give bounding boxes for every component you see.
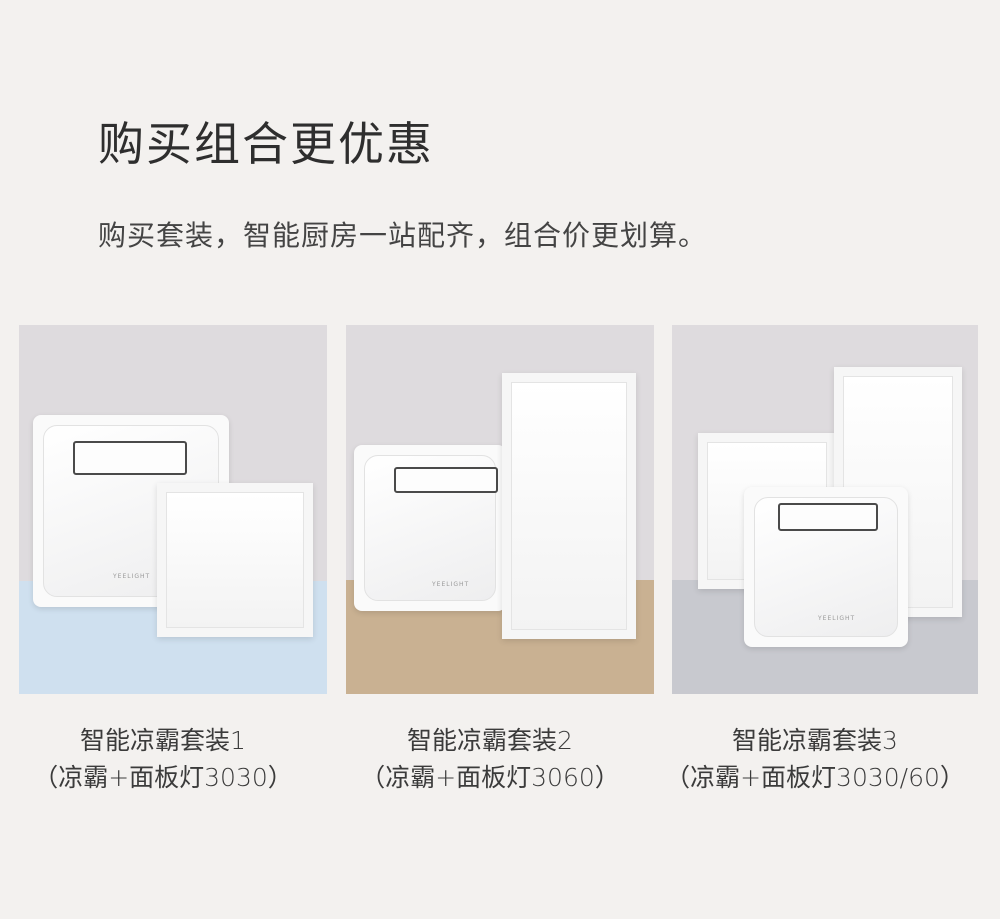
page-subtitle: 购买套装，智能厨房一站配齐，组合价更划算。 [98,219,708,252]
brand-logo: YEELIGHT [432,581,470,588]
product-card-3[interactable]: YEELIGHT [672,325,978,694]
product-card-2[interactable]: YEELIGHT [346,325,654,694]
product-name: 智能凉霸套装1 [80,726,246,755]
brand-logo: YEELIGHT [113,573,151,580]
brand-logo: YEELIGHT [818,615,856,622]
panel-light-image [157,483,313,637]
panel-light-image [502,373,636,639]
product-caption-1[interactable]: 智能凉霸套装1 （凉霸+面板灯3030） [0,722,326,796]
product-caption-3[interactable]: 智能凉霸套装3 （凉霸+面板灯3030/60） [652,722,978,796]
product-spec: （凉霸+面板灯3060） [360,763,620,792]
product-caption-2[interactable]: 智能凉霸套装2 （凉霸+面板灯3060） [327,722,653,796]
product-name: 智能凉霸套装2 [407,726,573,755]
page-title: 购买组合更优惠 [98,117,434,171]
cooling-fan-unit-image: YEELIGHT [354,445,506,611]
product-name: 智能凉霸套装3 [732,726,898,755]
product-spec: （凉霸+面板灯3030/60） [665,763,965,792]
cooling-fan-unit-image: YEELIGHT [744,487,908,647]
display-window [73,441,187,475]
product-card-1[interactable]: YEELIGHT [19,325,327,694]
product-spec: （凉霸+面板灯3030） [33,763,293,792]
display-window [778,503,878,531]
display-window [394,467,498,493]
